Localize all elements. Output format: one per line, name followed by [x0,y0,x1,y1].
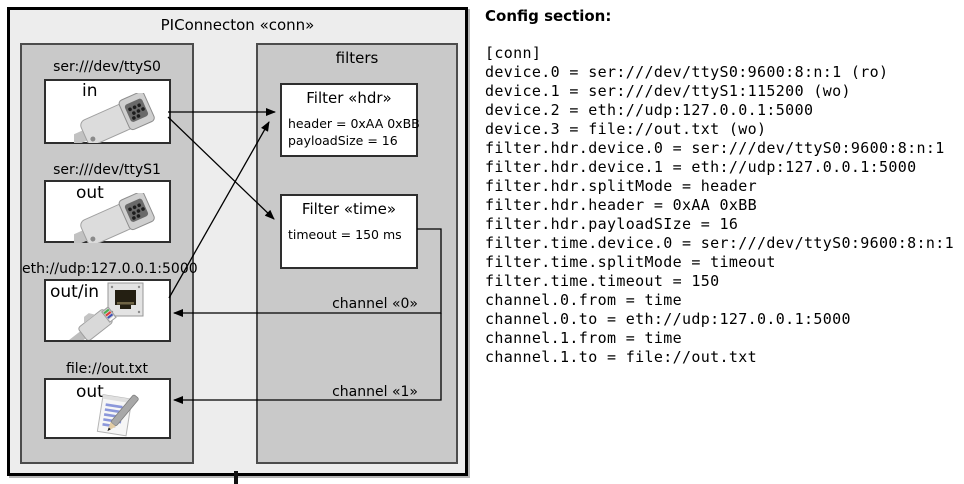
filter-box-time: Filter «time» timeout = 150 ms [280,194,418,269]
piconnector-diagram: PIConnecton «conn» ser:///dev/ttyS0 in [7,7,468,476]
config-section: Config section: [conn]device.0 = ser:///… [485,6,961,367]
serial-connector-icon [74,193,155,243]
config-line: filter.time.timeout = 150 [485,272,720,290]
device-label-ttys1: ser:///dev/ttyS1 [53,162,161,178]
config-line: filter.hdr.header = 0xAA 0xBB [485,196,758,214]
port-label: out/in [50,282,100,302]
config-line: filter.hdr.device.1 = eth://udp:127.0.0.… [485,158,917,176]
device-box-ttys0: in [44,79,171,144]
filter-attribute: payloadSize = 16 [288,133,398,148]
device-label-eth: eth://udp:127.0.0.1:5000 [22,261,198,277]
filter-attributes: timeout = 150 ms [288,226,416,243]
config-lines: [conn]device.0 = ser:///dev/ttyS0:9600:8… [485,44,961,367]
serial-connector-icon [74,93,155,143]
device-label-file: file://out.txt [65,361,149,377]
port-label: out [76,382,104,402]
notepad-pencil-icon [96,394,139,437]
config-line: device.1 = ser:///dev/ttyS1:115200 (wo) [485,82,851,100]
filter-attribute: header = 0xAA 0xBB [288,116,420,131]
config-line: filter.time.device.0 = ser:///dev/ttyS0:… [485,234,955,252]
config-line: channel.1.from = time [485,329,682,347]
ethernet-connector-icon [64,282,144,340]
config-line: filter.hdr.payloadSIze = 16 [485,215,739,233]
config-line: filter.time.splitMode = timeout [485,253,776,271]
filters-panel-title: filters [335,49,379,67]
device-box-eth: out/in [44,279,171,342]
port-label: in [82,81,98,101]
config-line: device.0 = ser:///dev/ttyS0:9600:8:n:1 (… [485,63,889,81]
diagram-title: PIConnecton «conn» [160,16,315,34]
filter-attributes: header = 0xAA 0xBB payloadSize = 16 [288,115,420,149]
config-line: device.2 = eth://udp:127.0.0.1:5000 [485,101,814,119]
config-heading: Config section: [485,7,612,25]
config-line: [conn] [485,44,542,62]
device-box-file: out [44,378,171,439]
config-line: channel.0.from = time [485,291,682,309]
filter-box-hdr: Filter «hdr» header = 0xAA 0xBB payloadSi… [280,83,420,157]
config-line: filter.hdr.device.0 = ser:///dev/ttyS0:9… [485,139,945,157]
filters-panel: filters Filter «hdr» header = 0xAA 0xBB p… [256,43,458,464]
filter-attribute: timeout = 150 ms [288,227,402,242]
device-label-ttys0: ser:///dev/ttyS0 [53,59,161,75]
devices-panel: ser:///dev/ttyS0 in ser:///dev/ttyS1 [20,43,198,464]
config-line: channel.0.to = eth://udp:127.0.0.1:5000 [485,310,851,328]
config-line: device.3 = file://out.txt (wo) [485,120,767,138]
port-label: out [76,183,104,203]
device-box-ttys1: out [44,180,171,243]
config-line: channel.1.to = file://out.txt [485,348,758,366]
channel-0-label: channel «0» [332,296,418,312]
channel-1-label: channel «1» [332,384,418,400]
config-line: filter.hdr.splitMode = header [485,177,758,195]
filter-title: Filter «time» [301,200,397,218]
filter-title: Filter «hdr» [306,89,392,107]
